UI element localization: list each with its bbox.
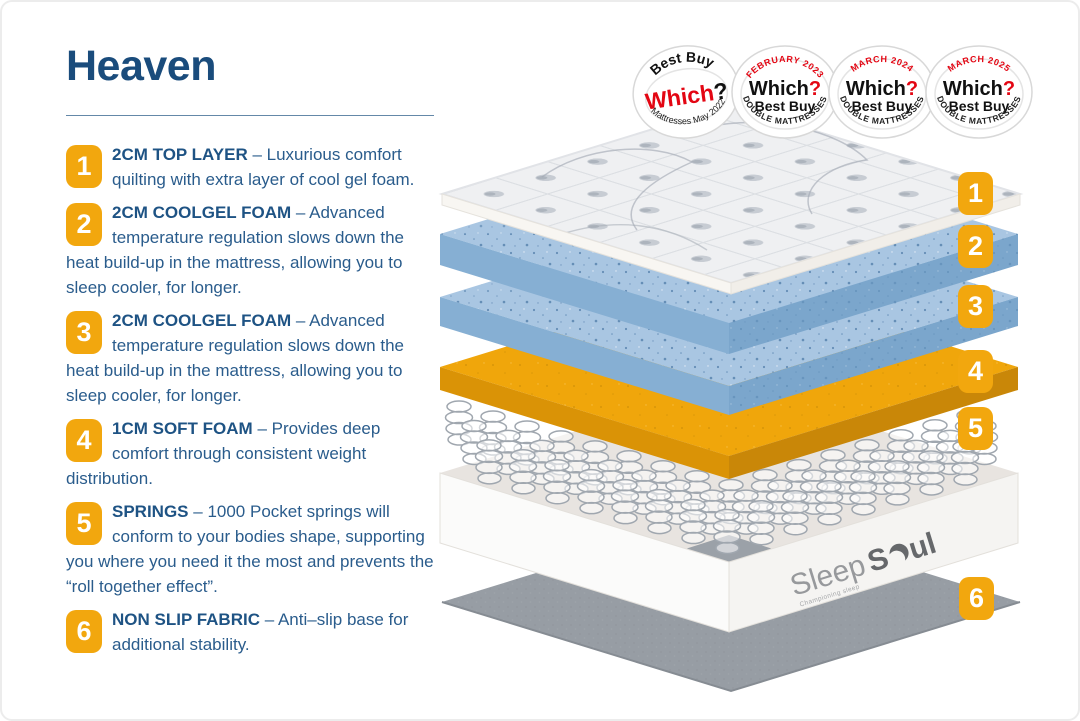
- feature-item-5: 5 SPRINGS – 1000 Pocket springs will con…: [66, 499, 434, 599]
- feature-number-badge: 3: [66, 311, 102, 354]
- layer-soft-foam: [440, 278, 1018, 479]
- svg-text:Which?: Which?: [943, 78, 1015, 100]
- svg-text:Best Buy: Best Buy: [852, 98, 913, 114]
- which-best-buy-badge-mar-2024: MARCH 2024 Which? Best Buy DOUBLE MATTRE…: [828, 45, 936, 139]
- feature-number-badge: 2: [66, 203, 102, 246]
- svg-text:Best Buy: Best Buy: [755, 98, 816, 114]
- svg-text:Championing sleep: Championing sleep: [799, 583, 861, 608]
- svg-text:Which?: Which?: [749, 78, 821, 100]
- feature-label: 2CM TOP LAYER: [112, 145, 248, 164]
- layer-label-5: 5: [958, 407, 993, 450]
- svg-text:Best Buy: Best Buy: [949, 98, 1010, 114]
- layer-label-2: 2: [958, 225, 993, 268]
- layer-coolgel-foam-1: [440, 145, 1018, 354]
- svg-text:Which?: Which?: [644, 77, 730, 114]
- feature-text: – Luxurious comfort quilting with extra …: [112, 145, 415, 189]
- sleepsoul-logo: Sleep S ul Championing sleep: [786, 527, 940, 609]
- moon-icon: [889, 543, 909, 563]
- feature-text: – Anti–slip base for additional stabilit…: [112, 610, 409, 654]
- feature-label: 2CM COOLGEL FOAM: [112, 311, 292, 330]
- title-divider: [66, 115, 434, 116]
- feature-label: 1CM SOFT FOAM: [112, 419, 253, 438]
- layer-label-1: 1: [958, 172, 993, 215]
- which-best-buy-badge-feb-2023: FEBRUARY 2023 Which? Best Buy DOUBLE MAT…: [731, 45, 839, 139]
- feature-item-3: 3 2CM COOLGEL FOAM – Advanced temperatur…: [66, 308, 434, 408]
- feature-text: – Advanced temperature regulation slows …: [66, 311, 404, 405]
- svg-text:ul: ul: [905, 527, 940, 566]
- svg-text:Sleep: Sleep: [786, 549, 869, 603]
- feature-number-badge: 5: [66, 502, 102, 545]
- feature-text: – Provides deep comfort through consiste…: [66, 419, 381, 488]
- feature-label: 2CM COOLGEL FOAM: [112, 203, 292, 222]
- feature-item-1: 1 2CM TOP LAYER – Luxurious comfort quil…: [66, 142, 434, 192]
- svg-text:Which?: Which?: [846, 78, 918, 100]
- feature-text: – 1000 Pocket springs will conform to yo…: [66, 502, 434, 596]
- feature-number-badge: 1: [66, 145, 102, 188]
- layer-label-4: 4: [958, 350, 993, 393]
- feature-number-badge: 6: [66, 610, 102, 653]
- feature-item-4: 4 1CM SOFT FOAM – Provides deep comfort …: [66, 416, 434, 491]
- layer-coolgel-foam-2: [440, 208, 1018, 415]
- feature-label: SPRINGS: [112, 502, 189, 521]
- feature-column: Heaven 1 2CM TOP LAYER – Luxurious comfo…: [66, 42, 434, 665]
- layer-springs: [444, 400, 999, 555]
- layer-label-3: 3: [958, 285, 993, 328]
- feature-text: – Advanced temperature regulation slows …: [66, 203, 404, 297]
- svg-text:S: S: [864, 541, 893, 578]
- feature-label: NON SLIP FABRIC: [112, 610, 260, 629]
- feature-number-badge: 4: [66, 419, 102, 462]
- page-title: Heaven: [66, 42, 216, 90]
- feature-item-2: 2 2CM COOLGEL FOAM – Advanced temperatur…: [66, 200, 434, 300]
- which-best-buy-badge-mar-2025: MARCH 2025 Which? Best Buy DOUBLE MATTRE…: [925, 45, 1033, 139]
- which-best-buy-badge-2022: Best Buy Which? Mattresses May 2022: [632, 44, 740, 139]
- layer-base-box: Sleep S ul Championing sleep: [439, 384, 1019, 633]
- feature-item-6: 6 NON SLIP FABRIC – Anti–slip base for a…: [66, 607, 434, 657]
- layer-label-6: 6: [959, 577, 994, 620]
- layer-non-slip-fabric: [441, 513, 1021, 693]
